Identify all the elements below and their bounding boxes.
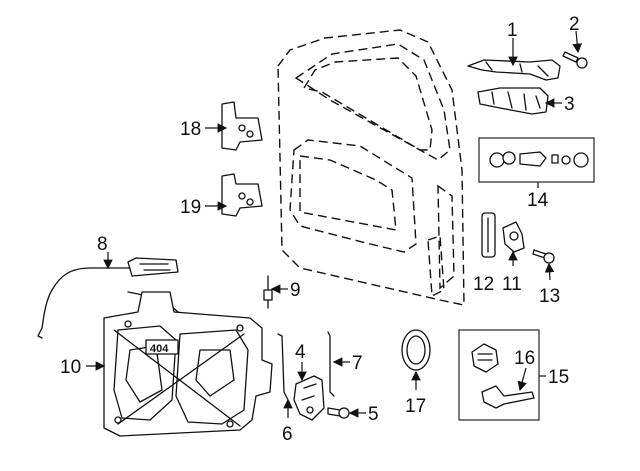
window-regulator[interactable] <box>103 291 273 437</box>
callout-18: 18 <box>180 119 201 140</box>
callout-17: 17 <box>405 396 426 417</box>
lock-rod[interactable] <box>277 333 291 405</box>
key-set[interactable] <box>471 343 535 409</box>
upper-hinge[interactable] <box>221 101 263 151</box>
callout-1: 1 <box>507 20 518 41</box>
callout-15: 15 <box>548 367 569 388</box>
callout-14: 14 <box>527 190 549 211</box>
callout-13: 13 <box>539 286 560 307</box>
callout-10: 10 <box>60 357 81 378</box>
latch[interactable] <box>293 375 325 421</box>
striker-screw[interactable] <box>532 249 555 264</box>
door-shell[interactable] <box>277 29 465 306</box>
callout-7: 7 <box>352 353 363 374</box>
striker[interactable] <box>502 221 525 253</box>
callout-12: 12 <box>473 274 494 295</box>
handle-bracket[interactable] <box>477 87 549 115</box>
callout-16: 16 <box>514 348 535 369</box>
callout-5: 5 <box>368 404 379 425</box>
lock-cylinder-kit[interactable] <box>489 151 589 168</box>
weatherstrip[interactable] <box>481 212 496 258</box>
latch-screw[interactable] <box>327 407 350 419</box>
callout-3: 3 <box>564 94 575 115</box>
actuator-rod[interactable] <box>327 331 335 397</box>
lower-hinge[interactable] <box>221 173 263 217</box>
callout-2: 2 <box>569 14 580 35</box>
regulator-emblem: 404 <box>150 343 169 355</box>
callout-8: 8 <box>97 234 108 255</box>
callout-2-leader <box>572 30 582 54</box>
outside-handle[interactable] <box>467 59 561 81</box>
handle-screw[interactable] <box>562 51 588 69</box>
callout-19: 19 <box>180 197 201 218</box>
plug[interactable] <box>401 329 431 371</box>
callout-13-leader <box>544 262 555 281</box>
callout-6: 6 <box>282 424 293 445</box>
callout-4: 4 <box>295 342 306 363</box>
inside-handle[interactable] <box>127 257 179 277</box>
callout-16-leader <box>517 367 527 392</box>
rod[interactable] <box>263 275 273 309</box>
callout-11: 11 <box>502 274 522 295</box>
callout-9: 9 <box>290 280 301 301</box>
